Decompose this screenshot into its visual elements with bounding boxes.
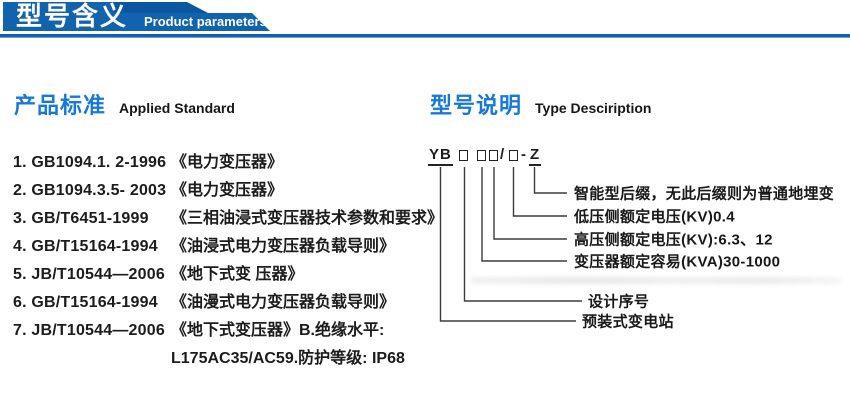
standard-title: 《油浸式电力变压器负载导则》 bbox=[171, 238, 396, 255]
standard-row: 7. JB/T10544—2006 《地下式变压器》B.绝缘水平: bbox=[13, 317, 423, 345]
standard-title: 《三相油浸式变压器技术参数和要求》 bbox=[171, 210, 444, 227]
section-heading-type-description: 型号说明 Type Desciription bbox=[430, 88, 651, 120]
standard-code: 2. GB1094.3.5- 2003 bbox=[13, 182, 167, 199]
header-main-shape bbox=[3, 2, 270, 31]
standard-code: 7. JB/T10544—2006 bbox=[13, 322, 165, 339]
scan-artifact bbox=[470, 277, 842, 284]
header-title: 型号含义 bbox=[16, 1, 129, 31]
standard-row: 1. GB1094.1. 2-1996《电力变压器》 bbox=[13, 149, 423, 177]
model-box-1 bbox=[459, 150, 468, 161]
standard-row: 2. GB1094.3.5- 2003《电力变压器》 bbox=[13, 177, 423, 205]
type-description-heading-zh: 型号说明 bbox=[430, 93, 523, 118]
standard-row: 3. GB/T6451-1999 《三相油浸式变压器技术参数和要求》 bbox=[13, 205, 443, 233]
model-box-3 bbox=[489, 150, 498, 161]
standard-row: 5. JB/T10544—2006 《地下式变 压器》 bbox=[13, 261, 423, 289]
standard-row: 4. GB/T15164-1994 《油浸式电力变压器负载导则》 bbox=[13, 233, 423, 261]
type-description-heading-en: Type Desciription bbox=[535, 100, 652, 116]
type-label-hv-voltage: 高压侧额定电压(KV):6.3、12 bbox=[574, 231, 773, 249]
type-label-rated-capacity: 变压器额定容易(KVA)30-1000 bbox=[574, 253, 781, 271]
standard-title: 《油漫式电力变压器负载导则》 bbox=[171, 294, 396, 311]
model-dash: - bbox=[521, 146, 526, 163]
standard-code: 1. GB1094.1. 2-1996 bbox=[13, 154, 167, 171]
standard-title: 《地下式变 压器》 bbox=[171, 266, 304, 283]
standard-code: 4. GB/T15164-1994 bbox=[13, 238, 158, 255]
header-subtitle: Product parameters bbox=[144, 14, 267, 29]
standard-code: 3. GB/T6451-1999 bbox=[13, 210, 149, 227]
standards-list: 1. GB1094.1. 2-1996《电力变压器》 2. GB1094.3.5… bbox=[13, 149, 443, 373]
type-label-lv-voltage: 低压侧额定电压(KV)0.4 bbox=[574, 208, 735, 226]
standard-row: 6. GB/T15164-1994 《油漫式电力变压器负载导则》 bbox=[13, 289, 423, 317]
standard-code: 6. GB/T15164-1994 bbox=[13, 294, 158, 311]
standard-title: L175AC35/AC59.防护等级: IP68 bbox=[171, 350, 405, 367]
model-slash: / bbox=[500, 146, 505, 163]
standard-row-continuation: L175AC35/AC59.防护等级: IP68 bbox=[13, 345, 423, 373]
model-box-2 bbox=[477, 150, 486, 161]
section-heading-applied-standard: 产品标准 Applied Standard bbox=[14, 88, 235, 120]
standard-title: 《电力变压器》 bbox=[171, 154, 284, 171]
standard-title: 《电力变压器》 bbox=[171, 182, 284, 199]
header-ribbon-shape bbox=[115, 2, 208, 13]
applied-standard-heading-zh: 产品标准 bbox=[14, 93, 107, 118]
header-underline bbox=[0, 34, 850, 38]
header-banner bbox=[0, 2, 850, 38]
type-label-prefabricated-substation: 预装式变电站 bbox=[582, 313, 674, 331]
standard-title: 《地下式变压器》B.绝缘水平: bbox=[171, 322, 385, 339]
standard-code: 5. JB/T10544—2006 bbox=[13, 266, 165, 283]
type-label-smart-suffix: 智能型后缀，无此后缀则为普通地埋变 bbox=[574, 185, 835, 203]
model-box-4 bbox=[509, 150, 518, 161]
applied-standard-heading-en: Applied Standard bbox=[119, 100, 235, 116]
model-suffix: Z bbox=[529, 146, 542, 166]
type-label-design-number: 设计序号 bbox=[588, 293, 650, 311]
model-prefix: YB bbox=[428, 146, 453, 166]
